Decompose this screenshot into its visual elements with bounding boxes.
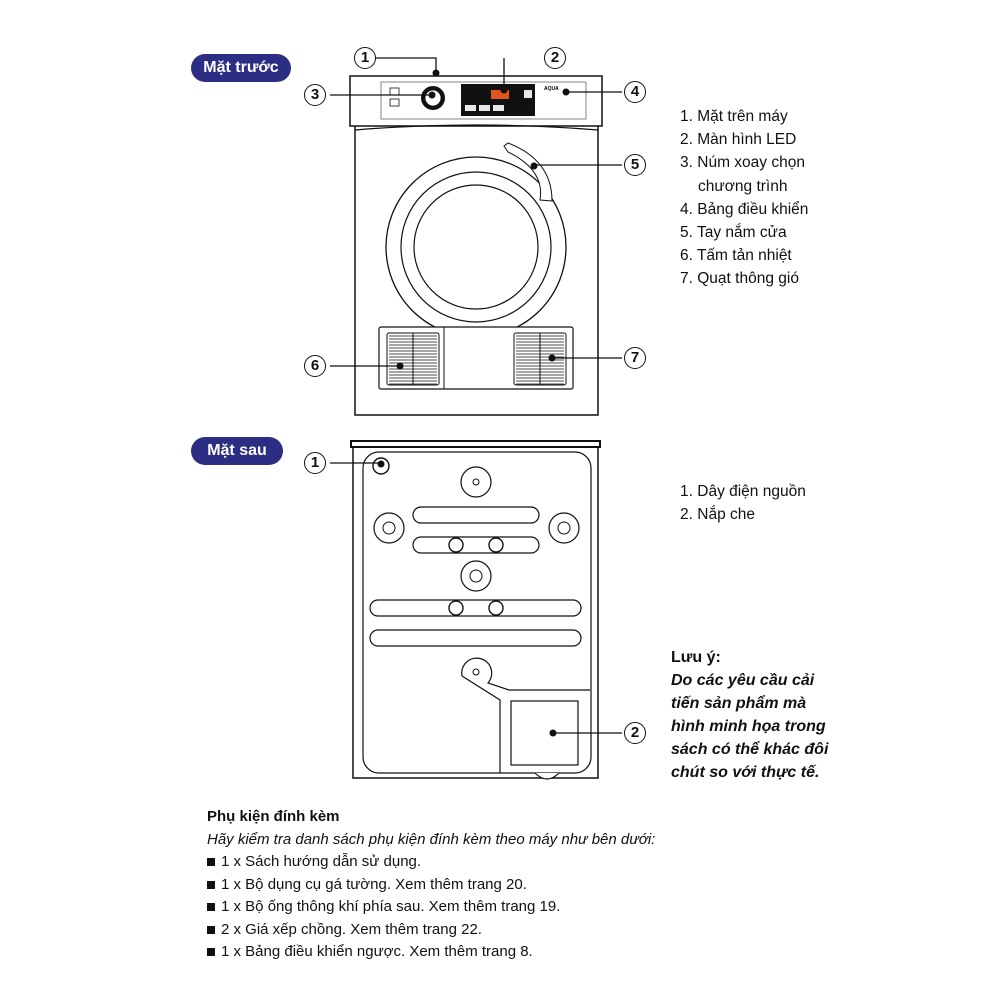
panel-bottom-curve: [354, 124, 599, 131]
callout-6: 6: [304, 355, 326, 377]
back-top-strip: [350, 440, 601, 448]
bullet-square-icon: [207, 858, 215, 867]
bullet-square-icon: [207, 925, 215, 934]
front-legend: 1. Mặt trên máy 2. Màn hình LED 3. Núm x…: [680, 105, 808, 291]
bullet-square-icon: [207, 948, 215, 957]
door-glass: [413, 184, 539, 310]
accessories-subtitle: Hãy kiểm tra danh sách phụ kiện đính kèm…: [207, 830, 656, 848]
start-button-icon: [389, 98, 400, 107]
back-view-badge: Mặt sau: [191, 437, 283, 465]
door-handle: [503, 142, 553, 202]
accessories-section: Phụ kiện đính kèm Hãy kiểm tra danh sách…: [207, 806, 655, 964]
callout-7: 7: [624, 347, 646, 369]
accessory-item: 1 x Bộ ống thông khí phía sau. Xem thêm …: [207, 896, 655, 919]
legend-item: 3. Núm xoay chọn: [680, 154, 805, 172]
back-legend: 1. Dây điện nguồn 2. Nắp che: [680, 480, 806, 526]
callout-2: 2: [544, 47, 566, 69]
bullet-square-icon: [207, 903, 215, 912]
front-view-badge: Mặt trước: [191, 54, 291, 82]
accessory-item: 1 x Sách hướng dẫn sử dụng.: [207, 851, 655, 874]
led-screen: [491, 90, 509, 99]
legend-item: 1. Mặt trên máy: [680, 108, 788, 125]
callout-4: 4: [624, 81, 646, 103]
note-body: Do các yêu cầu cải tiến sản phẩm mà hình…: [671, 672, 829, 781]
power-button-icon: [389, 87, 400, 96]
back-callout-2: 2: [624, 722, 646, 744]
legend-item: 6. Tấm tản nhiệt: [680, 247, 792, 265]
legend-item: 2. Màn hình LED: [680, 131, 797, 149]
legend-item-cont: chương trình: [698, 177, 788, 195]
accessory-item: 1 x Bộ dụng cụ gá tường. Xem thêm trang …: [207, 874, 655, 897]
accessory-item: 2 x Giá xếp chồng. Xem thêm trang 22.: [207, 919, 655, 942]
led-display-panel: [461, 84, 535, 116]
note-title: Lưu ý:: [671, 649, 721, 666]
legend-item: 5. Tay nắm cửa: [680, 224, 787, 242]
callout-3: 3: [304, 84, 326, 106]
callout-1: 1: [354, 47, 376, 69]
legend-item: 4. Bảng điều khiển: [680, 200, 809, 218]
note: Lưu ý: Do các yêu cầu cải tiến sản phẩm …: [671, 646, 828, 784]
brand-logo: AQUA: [544, 86, 559, 92]
heat-sink-grille: [386, 332, 440, 386]
legend-item: 7. Quạt thông gió: [680, 270, 799, 288]
fan-grille: [513, 332, 567, 386]
legend-item: 2. Nắp che: [680, 506, 755, 524]
accessory-item: 1 x Bảng điều khiển ngược. Xem thêm tran…: [207, 941, 655, 964]
legend-item: 1. Dây điện nguồn: [680, 483, 806, 500]
callout-5: 5: [624, 154, 646, 176]
back-callout-1: 1: [304, 452, 326, 474]
bullet-square-icon: [207, 880, 215, 889]
accessories-title: Phụ kiện đính kèm: [207, 808, 340, 825]
